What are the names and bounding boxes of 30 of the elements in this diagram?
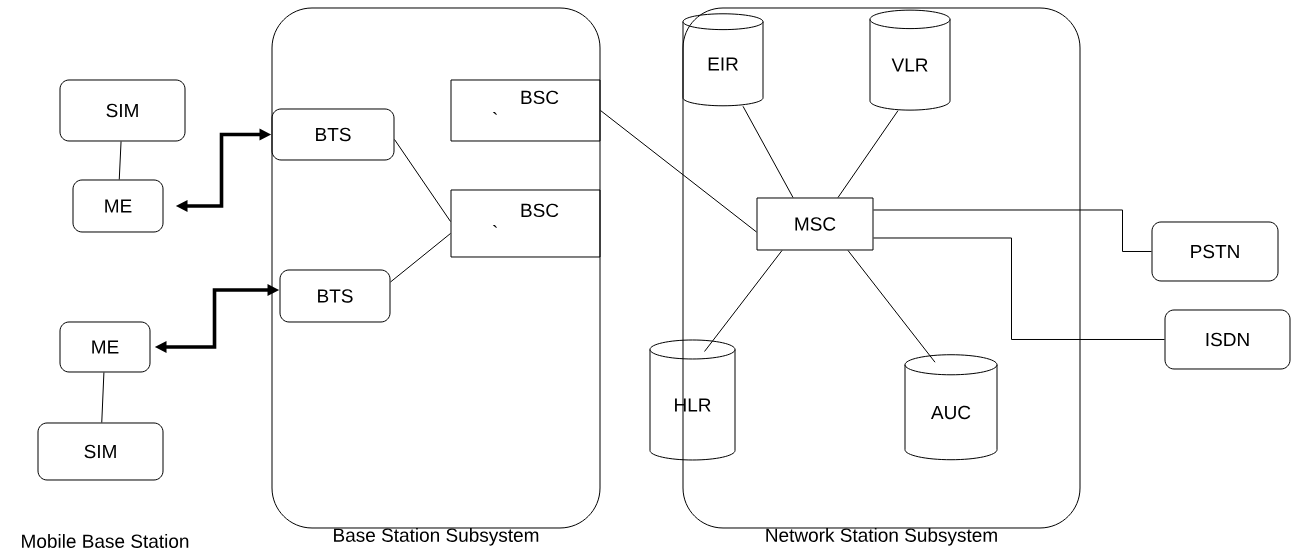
process-box: BSC ` xyxy=(450,189,601,258)
rounded-box: ME xyxy=(59,321,151,373)
connector xyxy=(873,237,1165,340)
connector xyxy=(704,250,783,352)
rounded-box: BTS xyxy=(279,269,391,323)
caption: Mobile Base Station xyxy=(22,534,189,548)
connector xyxy=(847,250,936,363)
rounded-box: SIM xyxy=(37,422,164,481)
subsystem-label: Base Station Subsystem xyxy=(334,528,539,546)
connector xyxy=(873,209,1152,252)
subsystem-label: Network Station Subsystem xyxy=(766,528,997,546)
rounded-box: ME xyxy=(72,179,164,233)
rounded-box: ISDN xyxy=(1164,309,1291,370)
connector xyxy=(837,110,899,198)
rounded-box: BTS xyxy=(271,108,395,161)
connector xyxy=(390,233,451,283)
rounded-box: PSTN xyxy=(1151,221,1279,282)
connector xyxy=(600,110,757,233)
database-cylinder: HLR xyxy=(649,339,736,461)
connector xyxy=(118,141,122,180)
database-cylinder: AUC xyxy=(904,354,998,461)
connector xyxy=(742,105,794,198)
database-cylinder: VLR xyxy=(869,9,951,111)
subsystem-box xyxy=(271,7,601,529)
rounded-box: SIM xyxy=(59,79,186,142)
process-box: MSC xyxy=(756,197,874,251)
database-cylinder: EIR xyxy=(682,13,764,107)
process-box: BSC ` xyxy=(450,79,601,142)
connector xyxy=(101,372,105,423)
connector xyxy=(394,139,451,222)
